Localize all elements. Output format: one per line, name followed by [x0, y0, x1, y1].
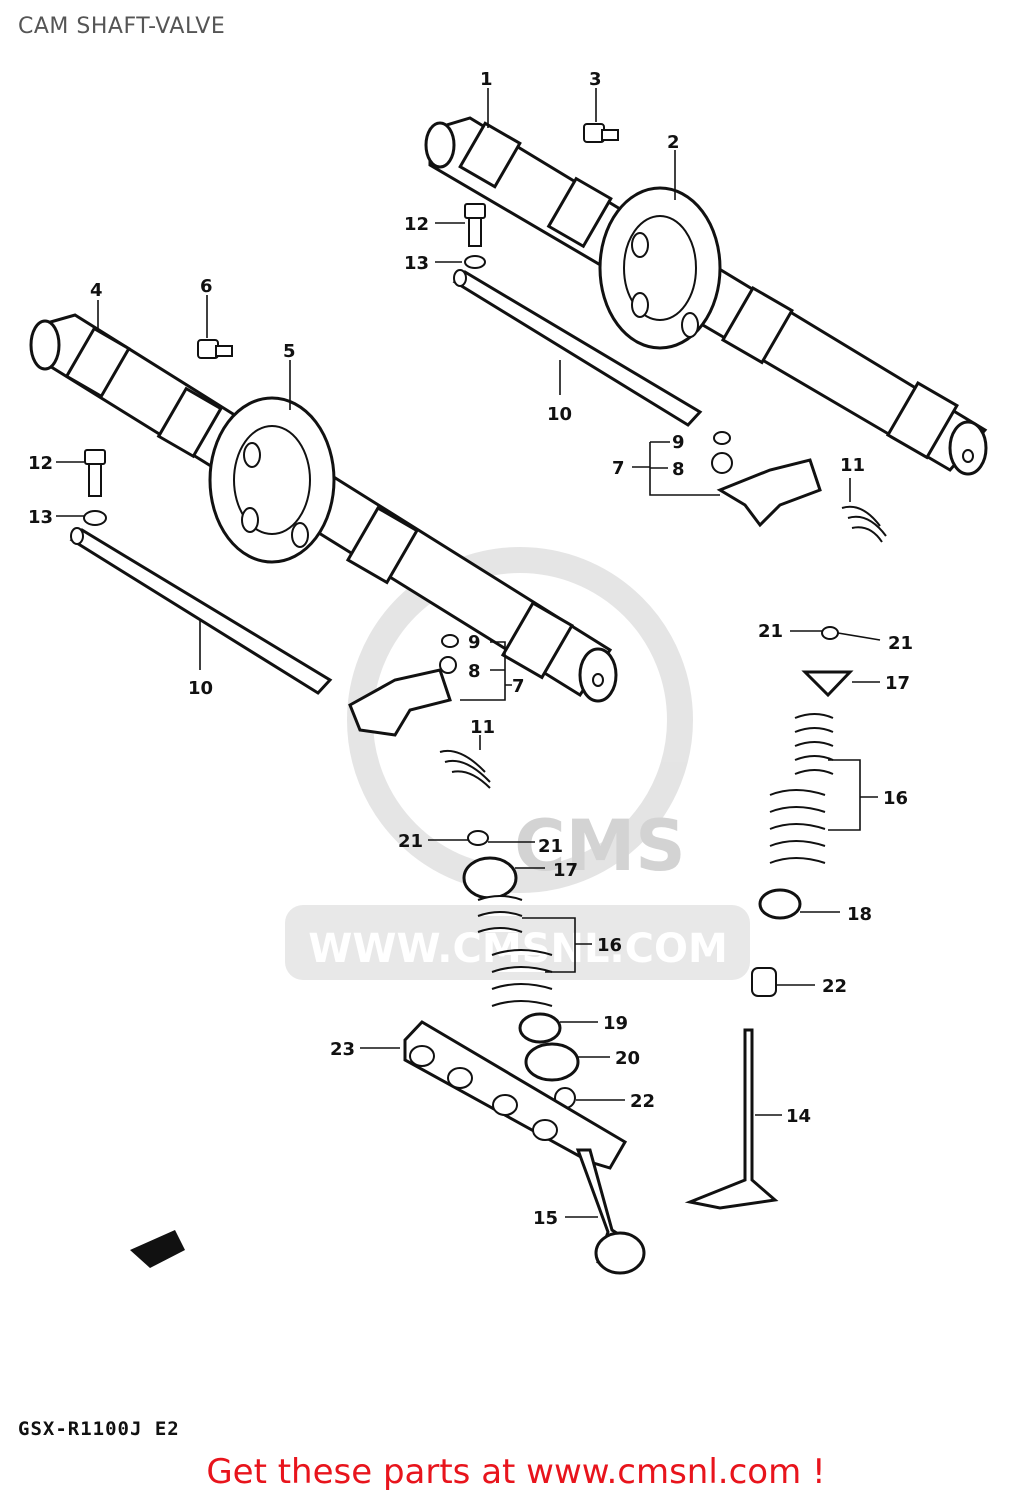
callout-9-lower: 9: [468, 632, 481, 653]
callout-6: 6: [200, 276, 213, 297]
watermark-brand: CMS: [514, 805, 685, 887]
callout-17-right: 17: [885, 673, 910, 694]
rocker-arm-lower: [348, 634, 459, 737]
callout-23: 23: [330, 1039, 355, 1060]
callout-5: 5: [283, 341, 296, 362]
callout-21-left-b: 21: [538, 836, 563, 857]
rocker-arm-upper: [711, 431, 822, 528]
footer-link[interactable]: Get these parts at www.cmsnl.com !: [206, 1452, 826, 1492]
page-title: CAM SHAFT-VALVE: [18, 14, 226, 39]
callout-11-lower: 11: [470, 717, 495, 738]
callout-22-right: 22: [822, 976, 847, 997]
callout-11-upper: 11: [840, 455, 865, 476]
cam-sprocket-upper: [598, 186, 722, 350]
callout-7-upper: 7: [612, 458, 625, 479]
callout-14: 14: [786, 1106, 811, 1127]
model-code: GSX-R1100J E2: [18, 1418, 180, 1440]
callout-17-left: 17: [553, 860, 578, 881]
callout-16-right: 16: [883, 788, 908, 809]
callout-21-right-a: 21: [758, 621, 783, 642]
callout-1: 1: [480, 69, 493, 90]
rocker-shaft-bolt-lower: [83, 449, 107, 526]
callout-8-upper: 8: [672, 459, 685, 480]
cam-sprocket-lower: [208, 396, 336, 564]
callout-8-lower: 8: [468, 661, 481, 682]
rocker-spring-upper: [841, 505, 887, 543]
callout-4: 4: [90, 280, 103, 301]
callout-22-left: 22: [630, 1091, 655, 1112]
sprocket-bolt-upper: [583, 123, 619, 143]
callout-16-left: 16: [597, 935, 622, 956]
callout-3: 3: [589, 69, 602, 90]
callout-12-upper: 12: [404, 214, 429, 235]
leader-lines: [56, 88, 881, 1218]
sprocket-bolt-lower: [197, 339, 233, 359]
callout-10-lower: 10: [188, 678, 213, 699]
front-arrow-icon: [130, 1230, 185, 1268]
callout-18: 18: [847, 904, 872, 925]
rocker-shaft-bolt-upper: [464, 203, 486, 269]
callout-2: 2: [667, 132, 680, 153]
callout-12-lower: 12: [28, 453, 53, 474]
callout-15: 15: [533, 1208, 558, 1229]
rocker-spring-lower: [439, 750, 491, 789]
watermark-url: WWW.CMSNL.COM: [308, 926, 728, 972]
rocker-shaft-lower: [69, 527, 333, 695]
callout-21-left-a: 21: [398, 831, 423, 852]
callout-13-lower: 13: [28, 507, 53, 528]
callout-13-upper: 13: [404, 253, 429, 274]
valve-group-left: [462, 830, 580, 1109]
callout-labels: 1 3 2 4 6 5 12 13 12 13 10 10 7 9 8 9 8 …: [28, 69, 913, 1229]
callout-10-upper: 10: [547, 404, 572, 425]
callout-20: 20: [615, 1048, 640, 1069]
valve-group-right: [684, 626, 854, 1210]
callout-19: 19: [603, 1013, 628, 1034]
exploded-parts-diagram: CMS WWW.CMSNL.COM: [28, 69, 988, 1275]
valve-gasket-plate: [403, 1020, 628, 1170]
rocker-shaft-upper: [452, 269, 703, 427]
callout-21-right-b: 21: [888, 633, 913, 654]
callout-7-lower: 7: [512, 676, 525, 697]
callout-9-upper: 9: [672, 432, 685, 453]
valve-15: [575, 1148, 646, 1275]
